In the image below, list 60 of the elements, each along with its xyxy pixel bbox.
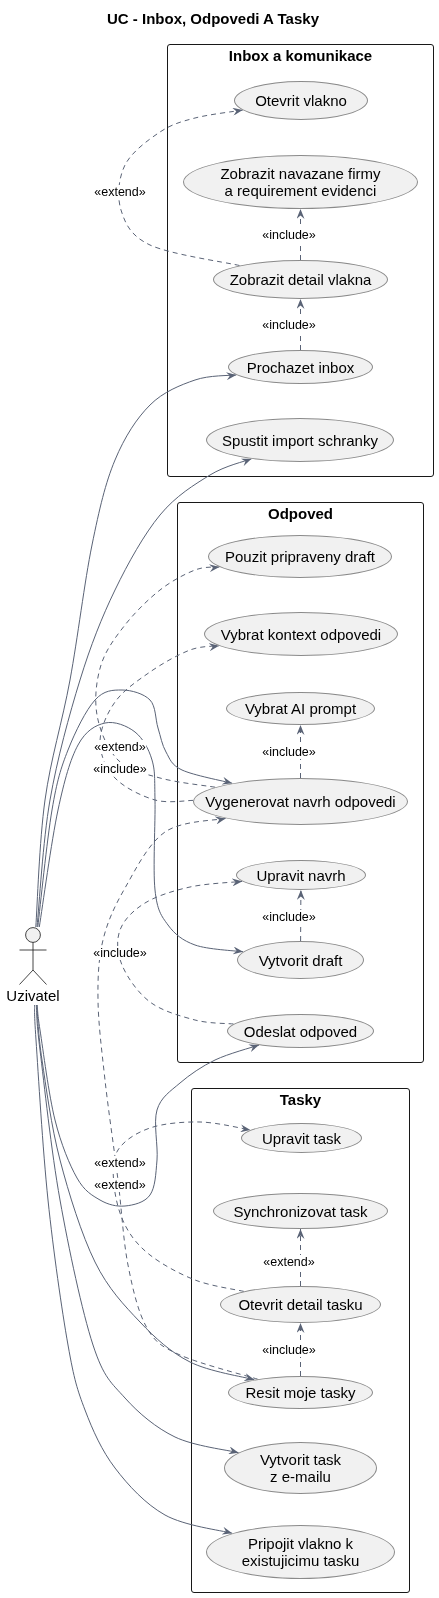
use-case-ellipse (228, 350, 373, 384)
package-frame (167, 44, 434, 477)
use-case-label: Vytvorit draft (258, 951, 343, 969)
dashed-arrow (112, 1121, 251, 1292)
edge-label: «include» (261, 318, 317, 332)
dashed-arrow (95, 563, 220, 788)
edge-label: «include» (261, 910, 317, 924)
edge-label: «include» (261, 745, 317, 759)
use-case-label: Vybrat kontext odpovedi (220, 625, 382, 643)
edge-label: «extend» (93, 185, 147, 199)
dashed-arrow (97, 816, 259, 1380)
arrow (36, 458, 252, 928)
package-title: Inbox a komunikace (228, 47, 373, 65)
use-case-label: Pouzit pripraveny draft (224, 548, 376, 565)
use-case-ellipse (237, 941, 364, 979)
use-case-label: Upravit navrh (256, 866, 346, 884)
use-case-label: Synchronizovat task (233, 1202, 368, 1220)
actor-label: Uzivatel (6, 987, 60, 1004)
arrow (37, 689, 233, 928)
use-case-label: Vytvorit task z e-mailu (258, 1451, 343, 1485)
edge-label: «include» (92, 946, 148, 960)
dashed-arrow (118, 107, 244, 266)
use-case-label: Vygenerovat navrh odpovedi (205, 793, 396, 810)
arrow (38, 721, 244, 955)
package-title: Tasky (279, 1091, 322, 1109)
arrow (35, 1004, 240, 1455)
use-case-label: Otevrit vlakno (255, 92, 347, 109)
use-case-label: Odeslat odpoved (243, 1022, 358, 1040)
use-case-label: Vybrat AI prompt (244, 700, 357, 717)
edge-label: «extend» (262, 1255, 316, 1269)
edge-label: «extend» (93, 740, 147, 754)
edge-label: «extend» (93, 1156, 147, 1170)
dashed-arrow (296, 1322, 305, 1377)
dashed-arrow (296, 889, 305, 942)
use-case-ellipse (236, 860, 366, 890)
use-case-label: Zobrazit navazane firmy a requirement evidenci (219, 165, 382, 199)
dashed-arrow (296, 1228, 305, 1287)
use-case-label: Otevrit detail tasku (238, 1296, 363, 1313)
use-case-ellipse (241, 1123, 362, 1153)
use-case-label: Resit moje tasky (245, 1384, 356, 1401)
use-case-label: Prochazet inbox (246, 358, 355, 376)
use-case-label: Upravit task (261, 1129, 342, 1147)
use-case-label: Pripojit vlakno k existujicimu tasku (240, 1535, 361, 1569)
edge-label: «include» (261, 1343, 317, 1357)
edge-label: «include» (261, 228, 317, 242)
use-case-label: Zobrazit detail vlakna (229, 271, 372, 288)
use-case-ellipse (234, 81, 368, 120)
use-case-label: Spustit import schranky (222, 431, 378, 449)
package-title: Odpoved (268, 505, 333, 523)
arrow (35, 371, 237, 928)
diagram-title: UC - Inbox, Odpovedi A Tasky (107, 10, 319, 28)
package-frame (191, 1088, 410, 1593)
dashed-arrow (296, 724, 305, 779)
edge-label: «extend» (93, 1178, 147, 1192)
arrow (34, 1004, 233, 1535)
edge-label: «include» (92, 762, 148, 776)
arrow (36, 1004, 260, 1207)
dashed-arrow (99, 642, 220, 803)
dashed-arrow (117, 878, 243, 1025)
package-frame (177, 502, 424, 1063)
